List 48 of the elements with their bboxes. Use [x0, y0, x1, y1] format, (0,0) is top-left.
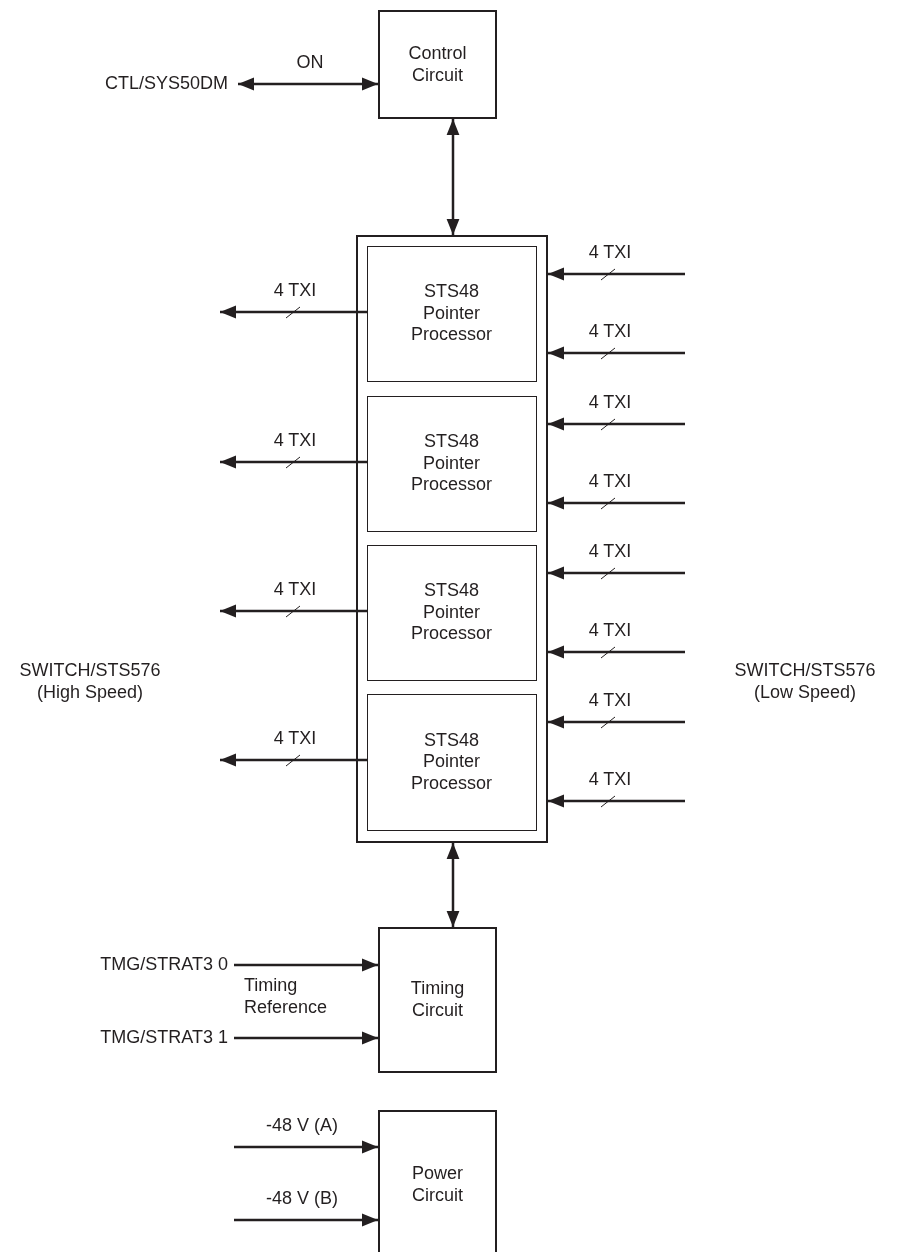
port-label: SWITCH/STS576 (High Speed)	[18, 660, 162, 704]
arrow	[548, 566, 685, 580]
arrow	[234, 1140, 378, 1154]
arrow	[548, 417, 685, 431]
processor-block: STS48 Pointer Processor	[366, 395, 537, 532]
group-label: Timing Reference	[244, 975, 329, 1019]
port-label: SWITCH/STS576 (Low Speed)	[733, 660, 877, 704]
arrow	[446, 843, 460, 927]
edge-label: 4 TXI	[587, 690, 633, 712]
circuit-block: Timing Circuit	[378, 927, 497, 1073]
arrow	[220, 753, 367, 767]
arrow	[548, 645, 685, 659]
arrow	[548, 346, 685, 360]
arrow	[548, 496, 685, 510]
edge-label: 4 TXI	[587, 321, 633, 343]
arrow	[220, 455, 367, 469]
arrow	[548, 794, 685, 808]
arrow	[234, 1213, 378, 1227]
arrow	[548, 715, 685, 729]
arrow	[234, 1031, 378, 1045]
signal-name: TMG/STRAT3 0	[100, 954, 228, 976]
signal-name: CTL/SYS50DM	[104, 73, 228, 95]
edge-label: 4 TXI	[587, 242, 633, 264]
arrow	[234, 958, 378, 972]
edge-label: -48 V (B)	[265, 1188, 339, 1210]
edge-label: 4 TXI	[587, 541, 633, 563]
edge-label: 4 TXI	[587, 620, 633, 642]
arrow	[220, 604, 367, 618]
processor-block: STS48 Pointer Processor	[366, 693, 537, 831]
edge-label: 4 TXI	[272, 280, 318, 302]
arrow	[548, 267, 685, 281]
processor-block: STS48 Pointer Processor	[366, 544, 537, 681]
processor-group-frame	[356, 235, 548, 843]
circuit-block: Control Circuit	[378, 10, 497, 119]
edge-label: 4 TXI	[587, 471, 633, 493]
edge-label: -48 V (A)	[265, 1115, 339, 1137]
edge-label: 4 TXI	[587, 769, 633, 791]
edge-label: 4 TXI	[272, 728, 318, 750]
arrow	[446, 119, 460, 235]
edge-label: 4 TXI	[587, 392, 633, 414]
edge-label: 4 TXI	[272, 579, 318, 601]
edge-label: 4 TXI	[272, 430, 318, 452]
signal-name: TMG/STRAT3 1	[100, 1027, 228, 1049]
circuit-block: Power Circuit	[378, 1110, 497, 1252]
arrow	[220, 305, 367, 319]
arrow	[238, 77, 378, 91]
edge-label: ON	[295, 52, 325, 74]
processor-block: STS48 Pointer Processor	[366, 245, 537, 382]
